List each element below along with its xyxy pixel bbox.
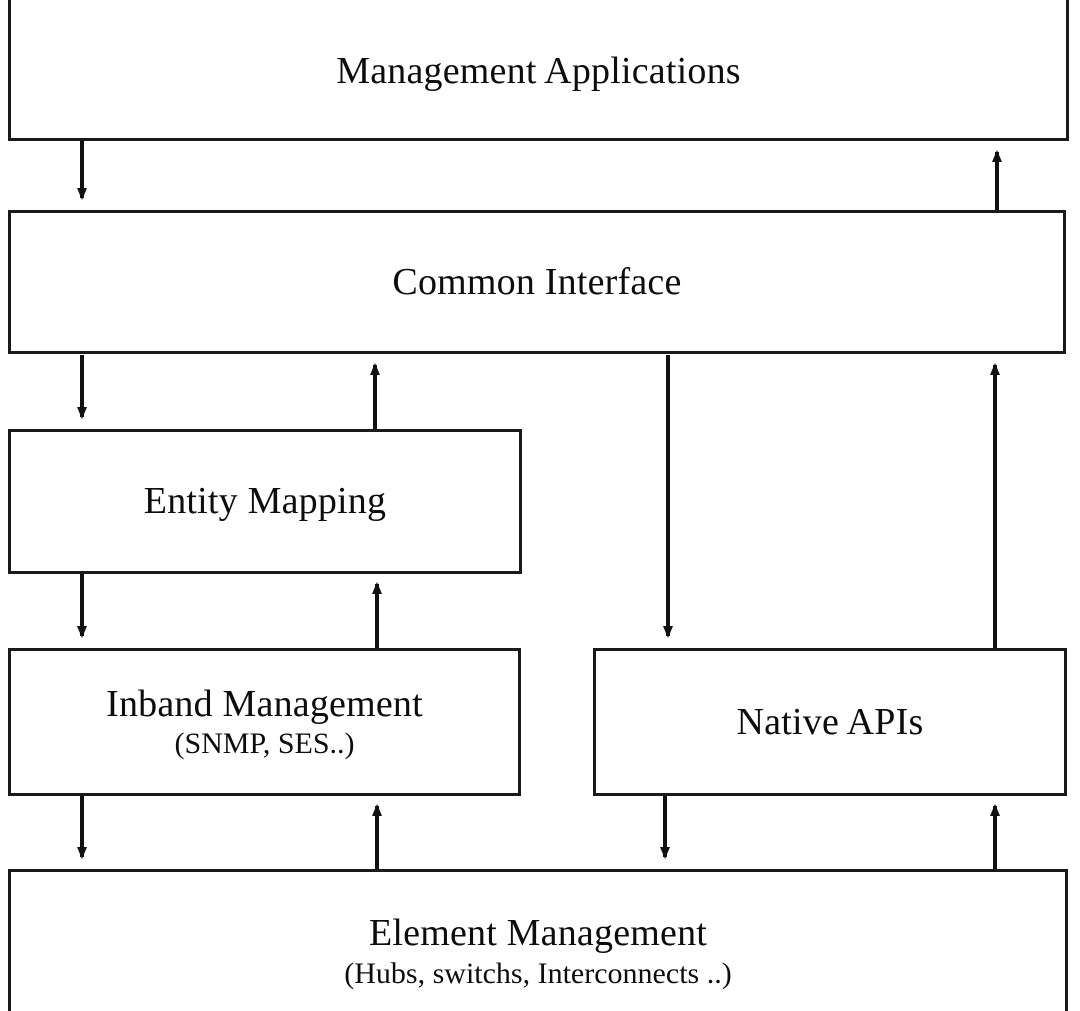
node-entity-mapping[interactable]: Entity Mapping	[8, 429, 522, 574]
node-inband-management-title: Inband Management	[106, 682, 423, 725]
node-element-management[interactable]: Element Management (Hubs, switchs, Inter…	[8, 869, 1068, 1011]
node-native-apis-title: Native APIs	[736, 700, 924, 743]
node-entity-mapping-title: Entity Mapping	[143, 480, 387, 523]
node-management-applications-title: Management Applications	[336, 50, 741, 93]
node-element-management-title: Element Management	[368, 912, 708, 955]
node-inband-management-subtitle: (SNMP, SES..)	[174, 727, 355, 761]
node-common-interface-title: Common Interface	[392, 260, 682, 303]
node-common-interface[interactable]: Common Interface	[8, 210, 1066, 354]
node-native-apis[interactable]: Native APIs	[593, 648, 1067, 796]
node-inband-management[interactable]: Inband Management (SNMP, SES..)	[8, 648, 521, 796]
node-management-applications[interactable]: Management Applications	[8, 0, 1069, 141]
node-element-management-subtitle: (Hubs, switchs, Interconnects ..)	[344, 956, 732, 990]
